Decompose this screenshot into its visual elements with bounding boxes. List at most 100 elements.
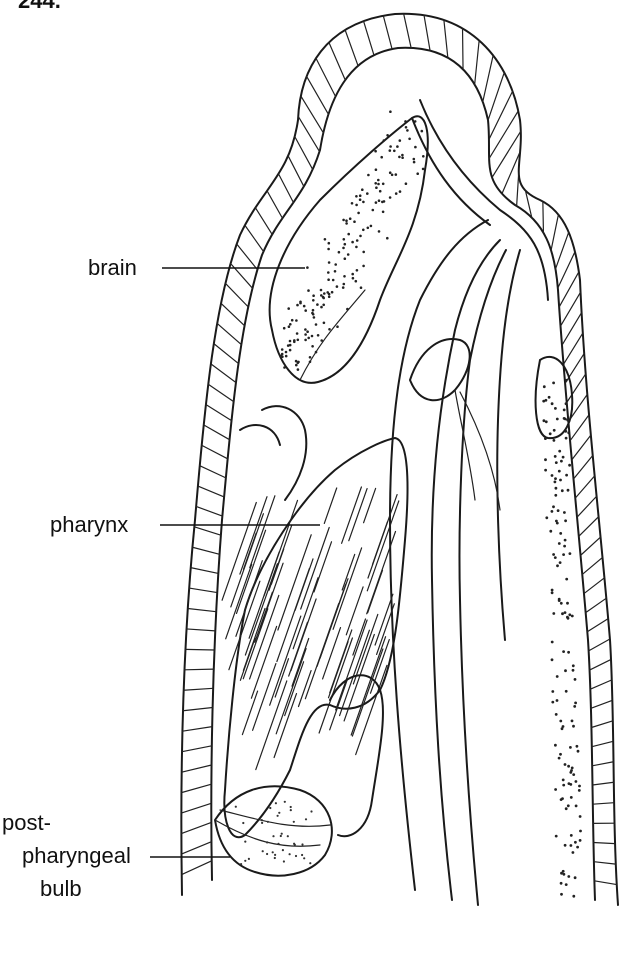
stipple-dot [421,130,424,133]
muscle-fiber [293,578,318,649]
label-post-text: post- [2,810,51,835]
stipple-dot [338,251,341,254]
stipple-dot [377,183,380,186]
stipple-dot [281,348,284,351]
stipple-dot [309,361,312,364]
stipple-dot [331,291,334,294]
stipple-dot [379,190,382,193]
stipple-dot [543,385,546,388]
stipple-dot [272,835,274,837]
stipple-dot [277,815,279,817]
stipple-dot [310,810,312,812]
stipple-dot [372,209,375,212]
stipple-dot [570,844,573,847]
stipple-dot [544,437,547,440]
stipple-dot [295,855,297,857]
stipple-dot [261,819,263,821]
stipple-dot [556,564,559,567]
muscle-fiber [333,548,362,629]
stipple-dot [272,851,274,853]
stipple-dot [562,650,565,653]
stipple-dot [304,328,307,331]
stipple-dot [544,469,547,472]
stipple-dot [401,154,404,157]
epidermal-cell-wall [559,272,579,307]
stipple-dot [565,807,568,810]
stipple-dot [568,464,571,467]
stipple-dot [565,578,568,581]
stipple-dot [274,854,276,856]
stipple-dot [349,217,352,220]
epidermal-cell-wall [575,476,594,498]
stipple-dot [328,293,331,296]
stipple-dot [565,883,568,886]
stipple-dot [563,511,566,514]
muscle-fiber [250,496,275,568]
stipple-dot [282,849,284,851]
stipple-dot [577,750,580,753]
stipple-dot [555,487,558,490]
epidermal-cell-wall [185,649,214,650]
stipple-dot [332,279,335,282]
stipple-dot [287,307,290,310]
epidermal-cell-wall [316,58,336,96]
stipple-dot [342,219,345,222]
epidermal-cell-wall [584,578,604,594]
stipple-dot [574,702,577,705]
stipple-dot [563,873,566,876]
stipple-dot [361,188,364,191]
stipple-dot [543,419,546,422]
epidermal-cell-wall [191,568,219,574]
stipple-dot [393,150,396,153]
stipple-dot [566,602,569,605]
stipple-dot [327,278,330,281]
epidermal-cell-wall [551,215,558,251]
stipple-dot [555,461,558,464]
epidermal-cell-wall [182,765,212,772]
stipple-dot [561,612,564,615]
stipple-dot [266,841,268,843]
stipple-dot [389,145,392,148]
stipple-dot [343,275,346,278]
stipple-dot [564,844,567,847]
stipple-dot [345,222,348,225]
stipple-dot [305,818,307,820]
stipple-dot [558,542,561,545]
epidermal-cell-wall [255,208,272,235]
stipple-dot [564,539,567,542]
stipple-dot [297,339,300,342]
stipple-dot [563,409,566,412]
stipple-dot [328,328,331,331]
muscle-fiber [275,659,288,697]
stipple-dot [370,225,373,228]
stipple-dot [324,238,327,241]
stipple-dot [375,168,378,171]
stipple-dot [362,229,365,232]
stipple-dot [386,237,389,240]
stipple-dot [280,835,282,837]
stipple-dot [359,194,362,197]
stipple-dot [356,269,359,272]
stipple-dot [565,437,568,440]
stipple-dot [343,283,346,286]
stipple-dot [564,418,567,421]
muscle-fiber [324,488,336,523]
stipple-dot [573,705,576,708]
stipple-dot [559,753,562,756]
epidermal-cell-wall [594,881,616,885]
stipple-dot [548,396,551,399]
stipple-dot [578,789,581,792]
stipple-dot [352,277,355,280]
epidermal-cell-wall [182,746,212,752]
stipple-dot [336,325,339,328]
stipple-dot [351,241,354,244]
stipple-dot [551,591,554,594]
epidermal-cell-wall [307,76,329,114]
stipple-dot [322,304,325,307]
stipple-dot [355,204,358,207]
stipple-dot [553,439,556,442]
label-pharyngeal-text: pharyngeal [22,843,131,868]
stipple-dot [336,285,339,288]
stipple-dot [284,801,286,803]
stipple-dot [315,351,318,354]
